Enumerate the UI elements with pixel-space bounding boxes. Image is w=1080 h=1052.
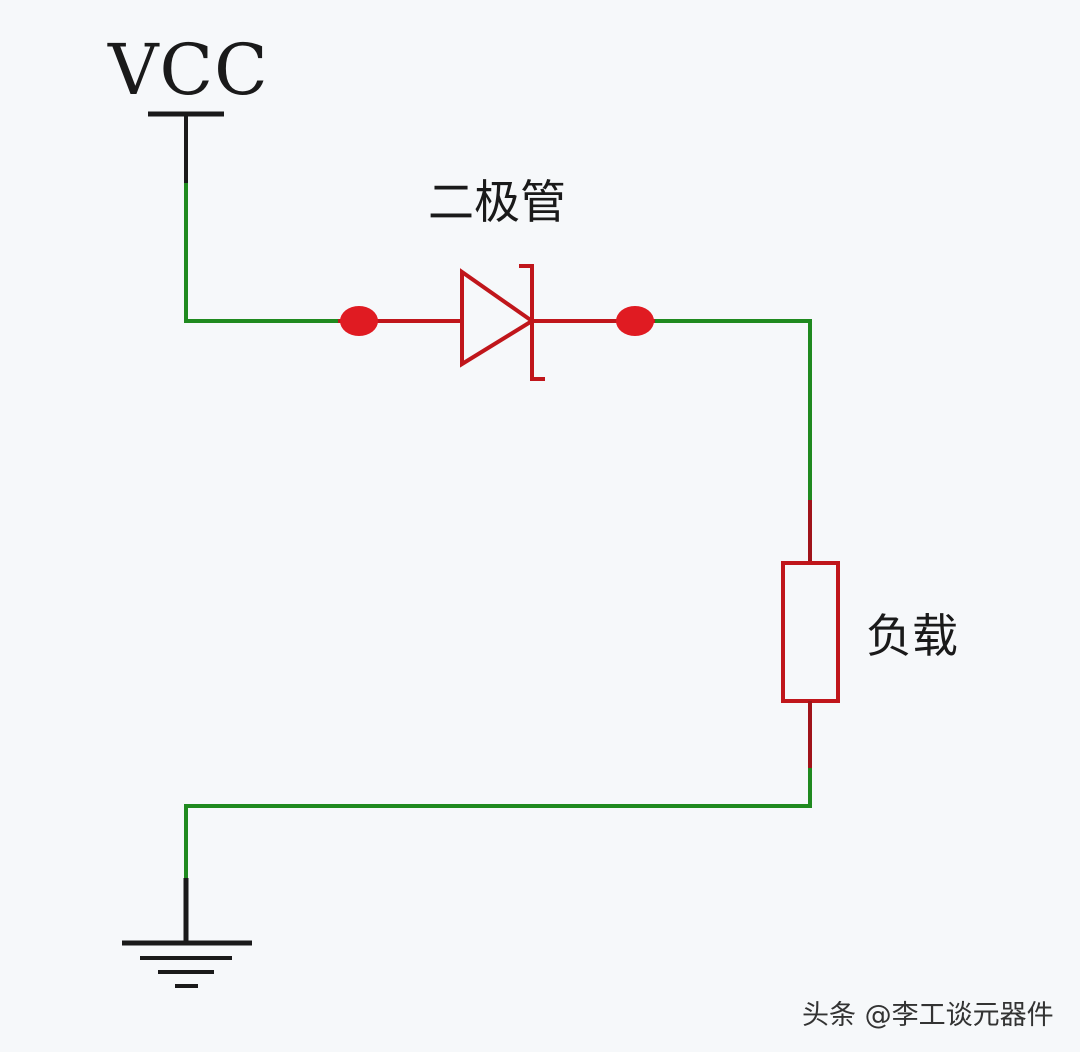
- diode-label: 二极管: [428, 175, 566, 229]
- vcc-label: VCC: [108, 29, 269, 111]
- diode-triangle: [460, 268, 536, 368]
- load-resistor: [781, 500, 840, 768]
- diode-anode-node: [340, 306, 378, 336]
- watermark: 头条 @李工谈元器件: [802, 1000, 1054, 1031]
- wire-diode-to-load: [655, 319, 812, 500]
- load-label: 负载: [866, 609, 958, 663]
- diode-cathode-bar: [519, 264, 545, 381]
- diode-cathode-node: [616, 306, 654, 336]
- diode-symbol: [338, 264, 655, 381]
- wire-load-to-ground: [184, 768, 812, 878]
- vcc-terminal: [148, 111, 224, 183]
- wire-vcc-to-diode: [184, 183, 338, 323]
- ground-symbol: [122, 878, 252, 988]
